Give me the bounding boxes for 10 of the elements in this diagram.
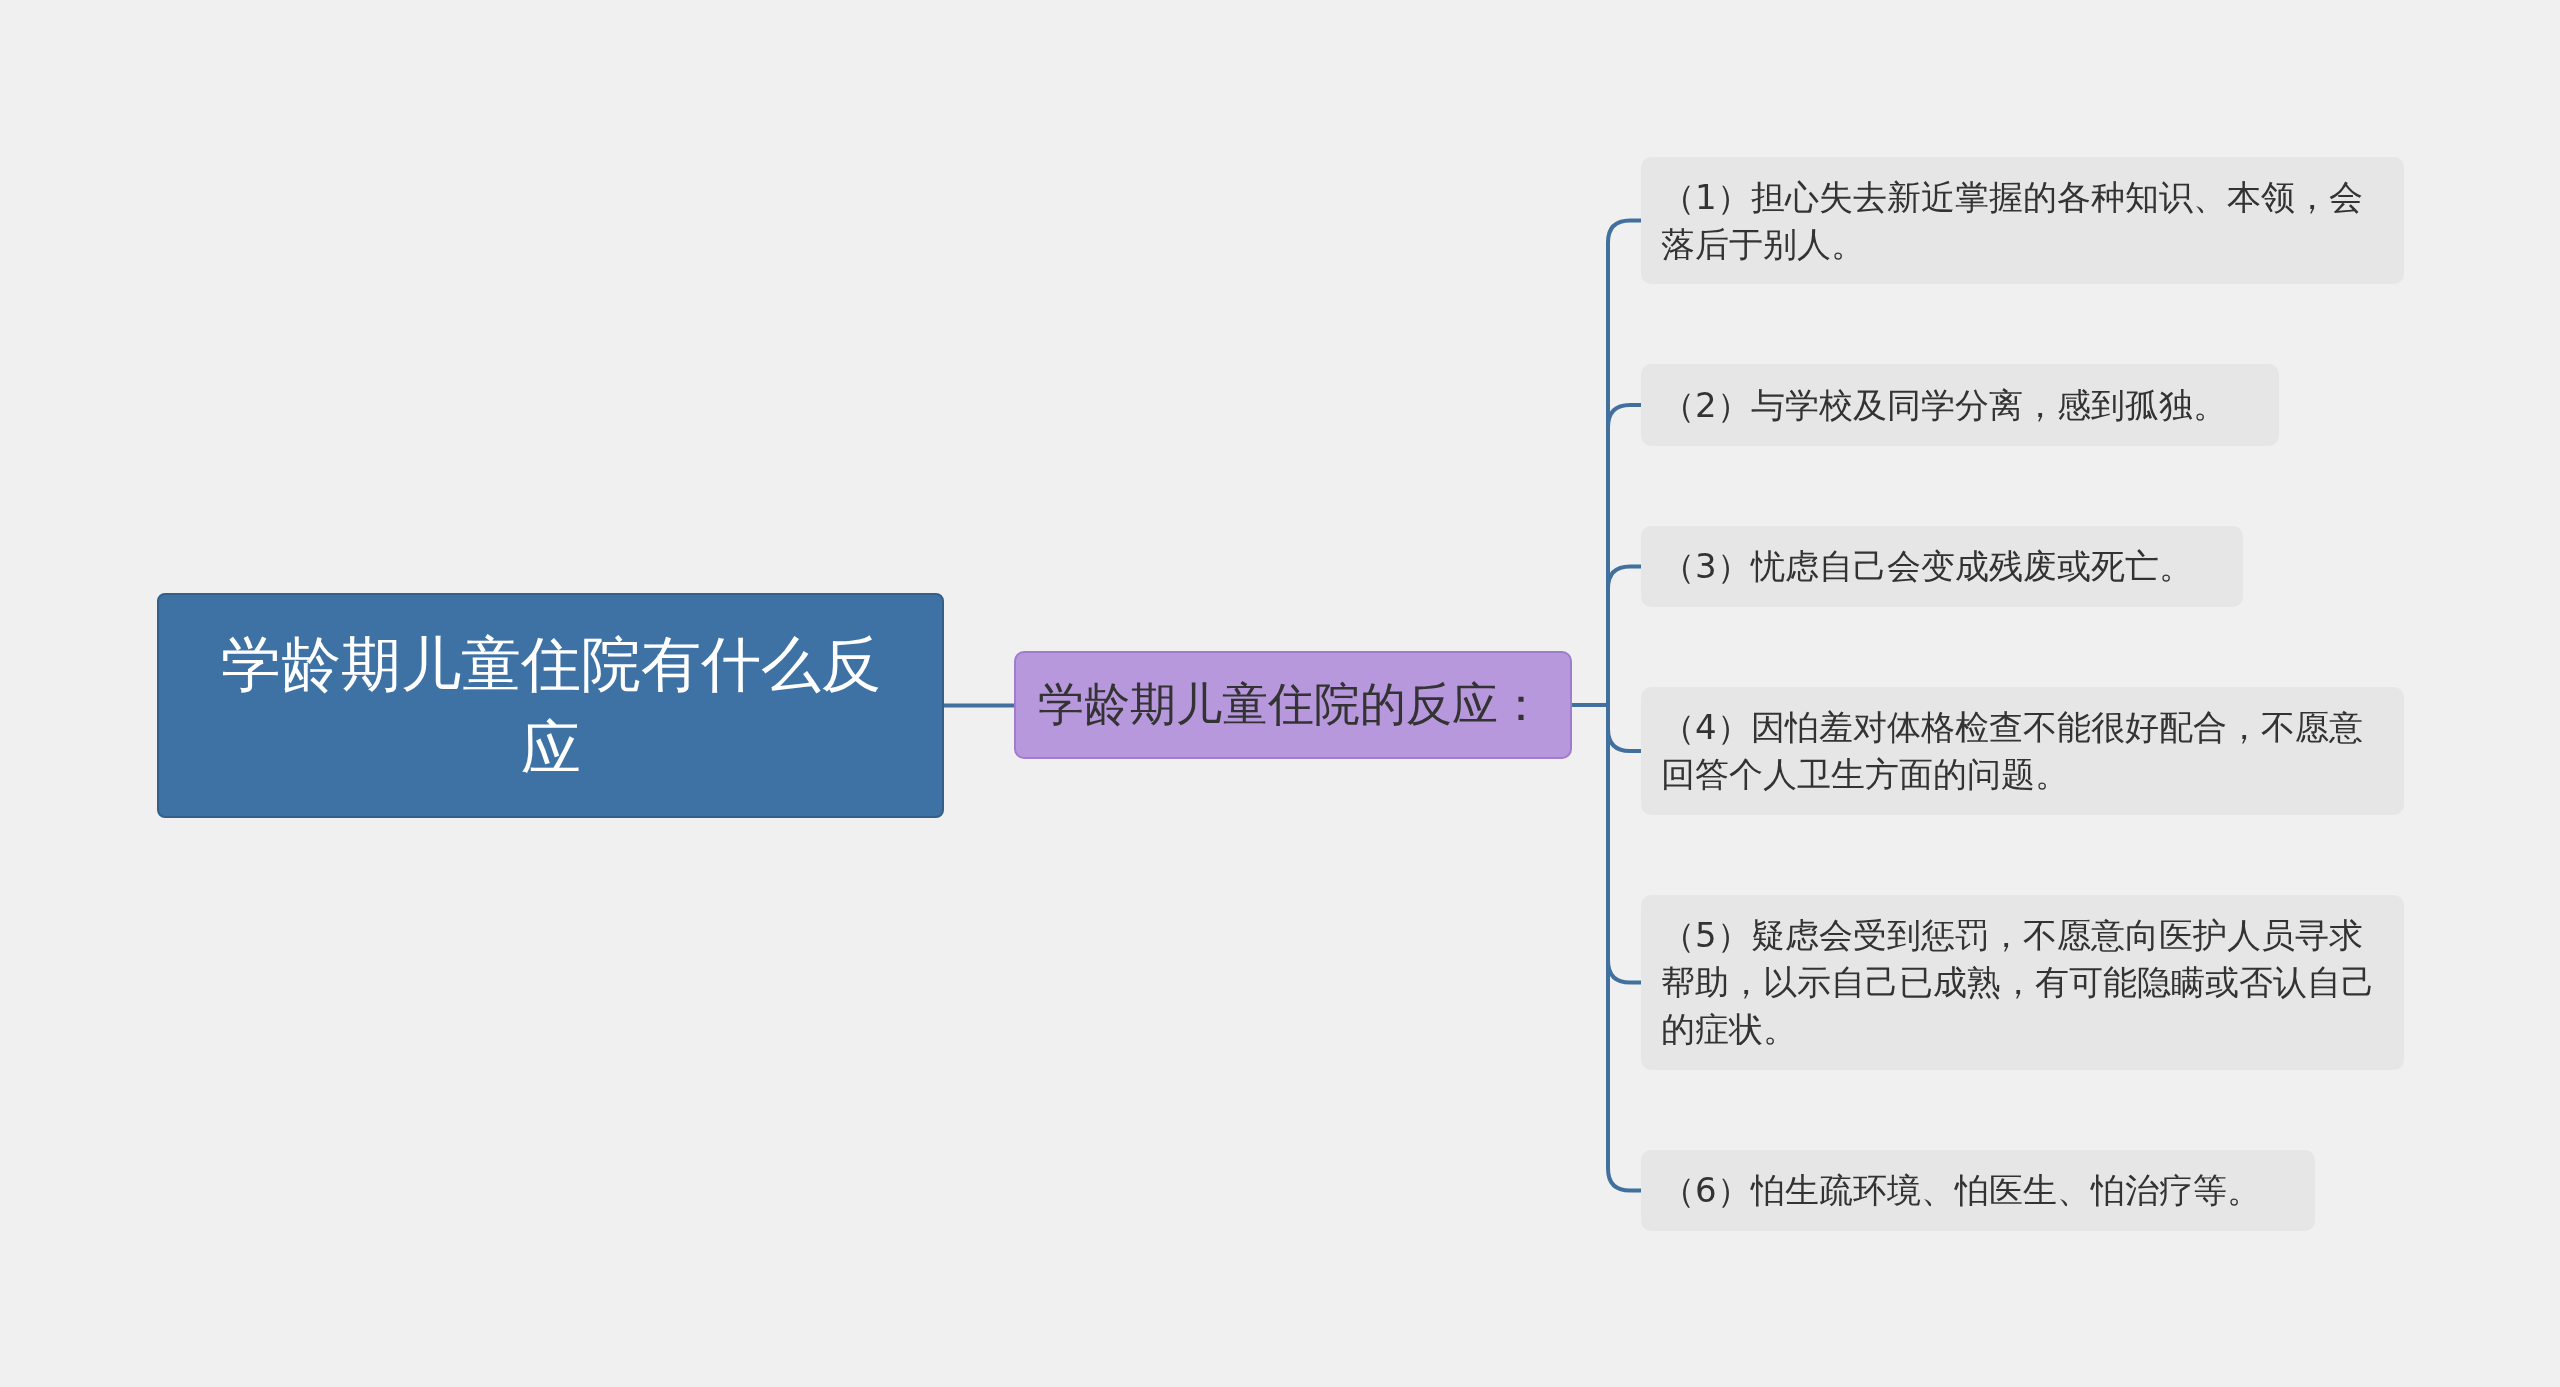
subtopic-box: 学龄期儿童住院的反应：	[1014, 651, 1572, 759]
item-box: （5）疑虑会受到惩罚，不愿意向医护人员寻求帮助，以示自己已成熟，有可能隐瞒或否认自己的症状。	[1641, 895, 2404, 1070]
item-box: （2）与学校及同学分离，感到孤独。	[1641, 364, 2279, 446]
item-box: （6）怕生疏环境、怕医生、怕治疗等。	[1641, 1150, 2315, 1231]
item-box: （1）担心失去新近掌握的各种知识、本领，会落后于别人。	[1641, 157, 2404, 284]
item-box: （3）忧虑自己会变成残废或死亡。	[1641, 526, 2243, 607]
topic-box: 学龄期儿童住院有什么反应	[157, 593, 944, 818]
connector-line	[1572, 703, 1641, 1193]
item-box: （4）因怕羞对体格检查不能很好配合，不愿意回答个人卫生方面的问题。	[1641, 687, 2404, 815]
connector-line	[944, 703, 1014, 708]
